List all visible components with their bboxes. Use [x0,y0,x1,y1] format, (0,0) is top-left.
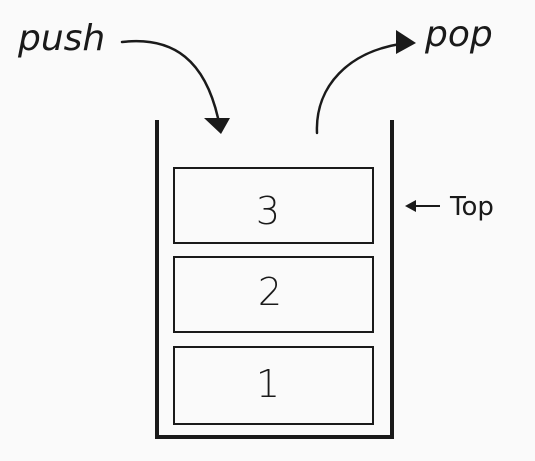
top-pointer-arrowhead-icon [405,200,416,212]
pop-label: pop [424,14,493,55]
top-label: Top [449,192,494,222]
stack-box-1 [173,346,374,425]
stack-item-1-label: 1 [256,362,280,406]
stack-item-2-label: 2 [258,270,282,314]
pop-arrowhead-icon [396,30,416,54]
push-arrow [120,39,220,120]
push-arrowhead-icon [204,118,230,134]
stack-box-2 [173,256,374,333]
pop-arrow [315,42,402,135]
stack-box-3 [173,167,374,244]
push-label: push [17,18,105,59]
stack-container [155,120,394,439]
stack-item-3-label: 3 [256,189,280,233]
